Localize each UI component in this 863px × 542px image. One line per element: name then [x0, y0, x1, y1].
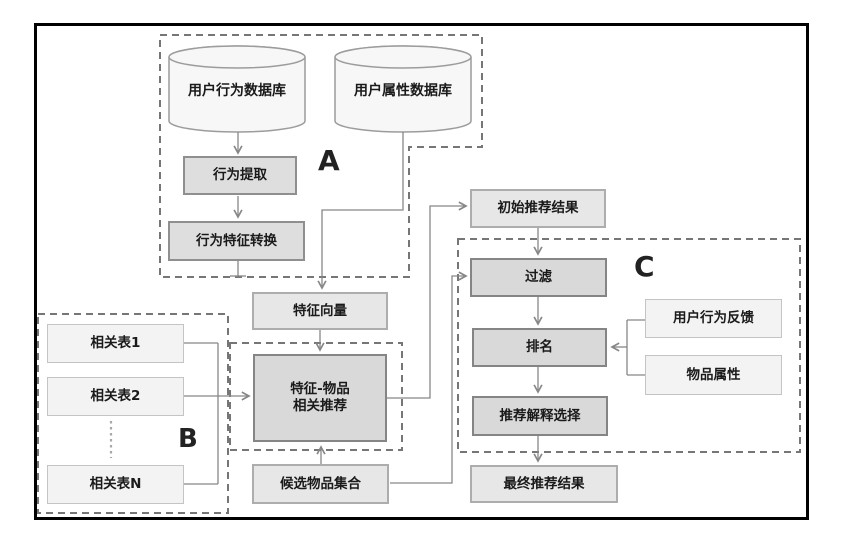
group-a-label: A [318, 144, 340, 177]
node-initial-result: 初始推荐结果 [470, 189, 606, 228]
conn-attributedb-to-featurevector [317, 132, 404, 290]
node-feature-vector: 特征向量 [252, 292, 388, 330]
conn-featureitem-to-initial [387, 201, 468, 399]
group-a-outline [159, 34, 483, 278]
node-related-table-1: 相关表1 [47, 324, 184, 363]
node-user-feedback: 用户行为反馈 [645, 299, 782, 338]
behavior-database-cylinder [168, 45, 306, 133]
feature-item-line1: 特征-物品 [290, 381, 350, 398]
group-c-label: C [634, 250, 655, 283]
diagram-outer-frame [34, 23, 809, 520]
node-final-result: 最终推荐结果 [470, 465, 618, 503]
node-candidate-item-set: 候选物品集合 [252, 464, 389, 504]
attribute-database-label: 用户属性数据库 [354, 83, 452, 99]
node-related-table-n: 相关表N [47, 465, 184, 504]
node-related-table-2: 相关表2 [47, 377, 184, 416]
node-item-attribute: 物品属性 [645, 355, 782, 395]
behavior-database-label: 用户行为数据库 [188, 83, 286, 99]
group-b-outline [37, 313, 229, 514]
node-explanation-select: 推荐解释选择 [472, 396, 608, 436]
attribute-database-cylinder [334, 45, 472, 133]
node-behavior-extract: 行为提取 [183, 156, 297, 195]
group-b-label: B [178, 424, 198, 454]
feature-item-line2: 相关推荐 [293, 398, 347, 414]
group-c-outline [457, 238, 801, 453]
node-ranking: 排名 [472, 328, 607, 367]
conn-candidate-to-filter [390, 271, 468, 484]
node-filter: 过滤 [470, 258, 607, 297]
node-feature-item-recommendation: 特征-物品 相关推荐 [253, 354, 387, 442]
node-behavior-feature-transform: 行为特征转换 [168, 221, 305, 261]
